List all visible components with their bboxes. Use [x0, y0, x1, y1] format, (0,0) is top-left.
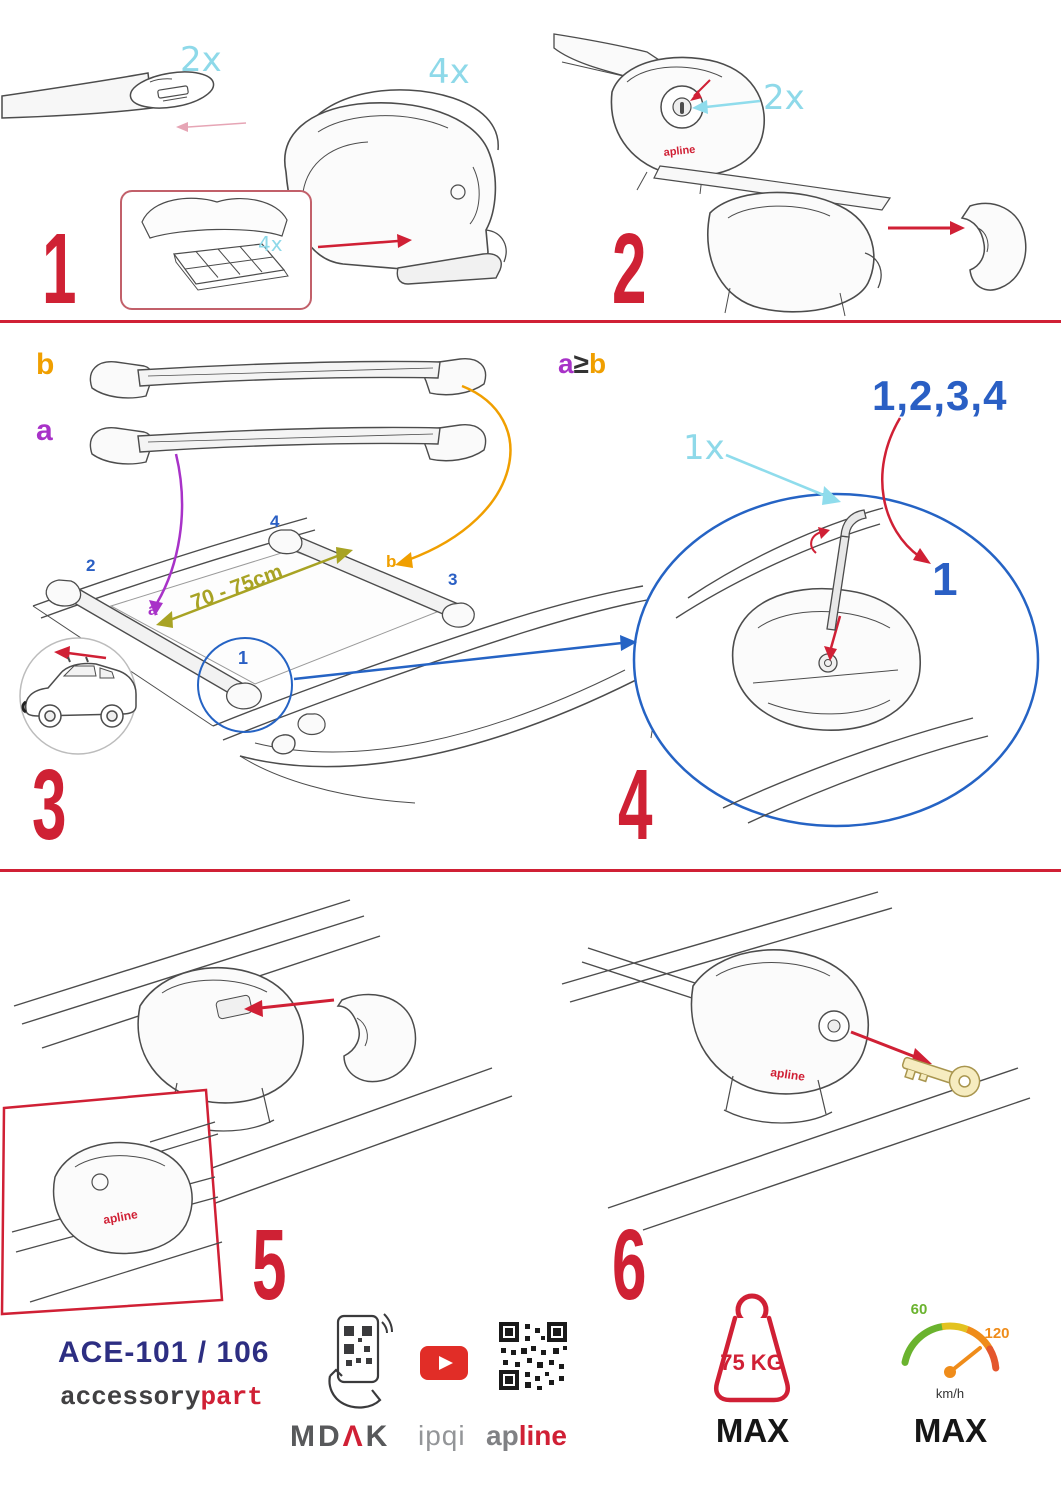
foot-cover-assembly-drawing: [653, 165, 1027, 317]
roof-pos-a-label: a: [148, 600, 158, 619]
apline-brand-small: apline: [102, 1207, 139, 1227]
accessorypart-logo-accessory: accessory: [60, 1382, 201, 1412]
car-front-arrow: [54, 646, 107, 660]
speed-limit-icon: 60 120 km/h: [901, 1301, 1010, 1401]
step-1-number: 1: [42, 213, 77, 325]
qr-code: [497, 1320, 569, 1392]
tighten-bolt-arrow: [824, 615, 842, 661]
lock-key-drawing: apline: [561, 891, 1031, 1231]
speed-low-label: 60: [911, 1301, 928, 1318]
step-5-number: 5: [252, 1209, 287, 1321]
crossbar-b-drawing: [89, 358, 487, 399]
condition-b: b: [588, 348, 607, 379]
tightening-detail-drawing: [632, 492, 1040, 828]
roof-pos-b-label: b: [386, 552, 397, 571]
rotate-key-arrow: [810, 527, 830, 554]
mdak-logo: MDΛK: [290, 1420, 390, 1454]
mdak-logo-k: K: [365, 1420, 391, 1453]
step-4-number: 4: [618, 749, 653, 861]
step-6-number: 6: [612, 1209, 647, 1321]
length-condition: a≥b: [558, 348, 606, 380]
roof-pos-4-label: 4: [270, 512, 280, 531]
bar-b-label: b: [36, 348, 55, 381]
weight-limit-value: 75 KG: [720, 1350, 784, 1375]
pad-qty-label: 4x: [258, 232, 283, 256]
section-divider-2: [0, 869, 1061, 872]
mdak-logo-a: Λ: [342, 1420, 366, 1453]
product-model: ACE-101 / 106: [58, 1336, 270, 1369]
weight-max-label: MAX: [715, 1412, 790, 1449]
condition-a: a: [558, 348, 574, 379]
crossbar-a-drawing: [89, 424, 487, 465]
apline-logo: apline: [486, 1420, 567, 1452]
clamp-bolt: [818, 653, 838, 673]
ipqi-logo: ipqi: [418, 1420, 466, 1451]
step-3-number: 3: [32, 749, 67, 861]
accessorypart-logo-part: part: [200, 1382, 263, 1412]
apline-brand-small: apline: [770, 1065, 807, 1084]
apline-brand-small: apline: [663, 144, 696, 159]
rubber-pad-inset: 4x: [120, 190, 312, 310]
car-direction-inset: [19, 637, 137, 755]
scan-phone-icon: [328, 1313, 393, 1409]
speedometer-needle: [948, 1346, 982, 1374]
mdak-logo-md: MD: [290, 1420, 343, 1453]
bar-a-label: a: [36, 414, 53, 447]
speed-high-label: 120: [984, 1325, 1009, 1342]
accessorypart-logo: accessorypart: [60, 1382, 263, 1412]
crossbar-qty-label: 2x: [180, 40, 222, 80]
foot-qty-label: 4x: [428, 52, 470, 92]
allen-key-qty-label: 1x: [683, 428, 725, 468]
slide-cover-arrow: [244, 998, 335, 1017]
assembled-foot-inset: apline: [0, 1088, 224, 1316]
roof-pos-3-label: 3: [448, 570, 458, 589]
step-2-number: 2: [612, 213, 647, 325]
car-silhouette: [24, 656, 137, 728]
tightening-sequence-label: 1,2,3,4: [872, 372, 1008, 419]
lock-insert-arrow: [690, 79, 711, 101]
allen-key: [826, 509, 867, 631]
rubber-pad-drawing: [141, 197, 289, 291]
lock-cover-drawing: apline: [553, 33, 766, 195]
apline-logo-line: line: [518, 1420, 567, 1451]
apline-logo-ap: ap: [486, 1420, 519, 1451]
crossbar-end-drawing: [1, 71, 215, 119]
lock-qty-label: 2x: [763, 78, 805, 118]
section-divider-1: [0, 320, 1061, 323]
attach-cover-arrow: [888, 221, 965, 235]
sequence-first-label: 1: [932, 553, 958, 605]
condition-operator: ≥: [573, 348, 589, 379]
roof-pos-2-label: 2: [86, 556, 96, 575]
youtube-icon: [420, 1346, 468, 1380]
roof-pos-1-label: 1: [238, 648, 249, 668]
key: [901, 1056, 981, 1098]
speed-unit-label: km/h: [936, 1386, 964, 1401]
cover-attach-drawing: [13, 899, 513, 1245]
foot-clamp-drawing: [284, 89, 507, 285]
weight-limit-icon: [714, 1293, 790, 1403]
speed-max-label: MAX: [913, 1412, 988, 1449]
